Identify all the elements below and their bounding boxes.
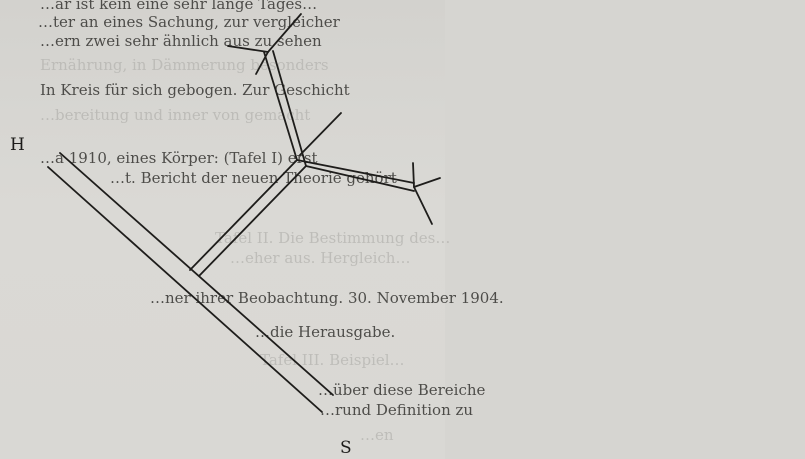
line-diagram xyxy=(47,13,441,413)
bleed-text-line: …a 1910, eines Körper: (Tafel I) erst xyxy=(40,149,318,167)
junction-bond-line xyxy=(299,112,342,156)
top-node-ray xyxy=(227,45,269,53)
bleed-text-line: Ernährung, in Dämmerung besonders xyxy=(40,56,329,74)
label-h: H xyxy=(10,135,25,155)
branch-line-right xyxy=(198,165,307,277)
bleed-text-line: Tafel III. Beispiel… xyxy=(260,351,405,369)
bleed-text-line: …eher aus. Hergleich… xyxy=(230,249,411,267)
bleed-text-line: Tafel II. Die Bestimmung des… xyxy=(215,229,451,247)
bleed-text-line: …ner ihrer Beobachtung. 30. November 190… xyxy=(150,289,504,307)
bleed-text-line: In Kreis für sich gebogen. Zur Geschicht xyxy=(40,81,350,99)
bleed-text-line: …über diese Bereiche xyxy=(318,381,486,399)
book-page: …ar ist kein eine sehr lange Tages… …ter… xyxy=(0,0,504,459)
right-node-ray xyxy=(413,186,433,225)
label-s: S xyxy=(340,438,352,458)
bleed-text-line: …en xyxy=(360,426,394,444)
main-line-left xyxy=(59,152,334,396)
bleed-text-line: …bereitung und inner von gemacht xyxy=(40,106,311,124)
right-node-ray xyxy=(412,162,415,188)
branch-line-left xyxy=(189,159,298,271)
arm-line-lower xyxy=(305,165,415,192)
bleed-text-line: …ter an eines Sachung, zur vergleicher xyxy=(38,13,340,31)
bleed-text-line: …rund Definition zu xyxy=(320,401,474,419)
stem-line-left xyxy=(263,51,298,161)
top-node-ray xyxy=(267,13,302,53)
main-line-right xyxy=(47,166,323,413)
bleed-text-line: …die Herausgabe. xyxy=(255,323,396,341)
right-node-ray xyxy=(413,177,441,188)
stem-line-right xyxy=(272,50,307,167)
arm-line-upper xyxy=(296,159,415,184)
bleed-text-line: …ern zwei sehr ähnlich aus zu sehen xyxy=(40,32,322,50)
bleed-text-line: …ar ist kein eine sehr lange Tages… xyxy=(40,0,318,13)
top-node-ray xyxy=(255,51,269,75)
bleed-text-line: …t. Bericht der neuen Theorie gehört xyxy=(110,169,397,187)
